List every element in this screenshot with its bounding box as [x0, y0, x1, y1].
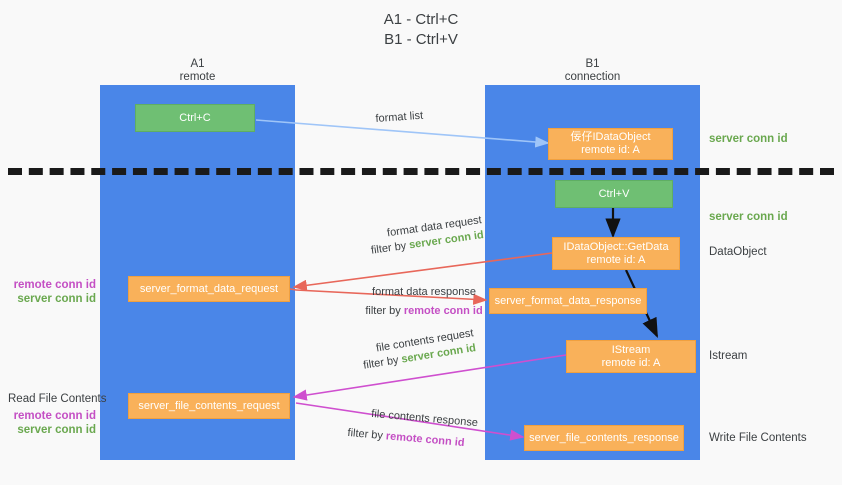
box-idataobject-top[interactable]: 佞仔IDataObject remote id: A	[548, 128, 673, 160]
caption-format-data-response-filter: filter by remote conn id	[334, 304, 514, 319]
label-server-conn-id-top: server conn id	[709, 133, 788, 145]
caption-file-contents-response-title: file contents response	[370, 407, 479, 430]
lane-header-b1-sub: connection	[564, 71, 621, 83]
box-istream-line1: IStream	[611, 343, 651, 356]
caption-fdresp-filter-value: remote conn id	[403, 305, 483, 317]
label-server-conn-id-1: server conn id	[17, 293, 96, 305]
box-server-file-contents-request-label: server_file_contents_request	[138, 399, 280, 412]
caption-fdreq-filter-prefix: filter by	[370, 239, 411, 257]
lane-header-b1-name: B1	[585, 58, 600, 70]
label-istream: Istream	[709, 350, 748, 362]
label-dataobject: DataObject	[709, 246, 767, 258]
box-server-file-contents-response-label: server_file_contents_response	[529, 431, 679, 444]
caption-format-list-text: format list	[375, 109, 424, 125]
box-getdata-line2: remote id: A	[586, 253, 646, 266]
caption-fdresp-filter-prefix: filter by	[365, 305, 404, 317]
lane-header-a1-sub: remote	[179, 71, 216, 83]
label-conn-ids-format: remote conn id server conn id	[0, 278, 96, 306]
box-istream[interactable]: IStream remote id: A	[566, 340, 696, 373]
lane-header-a1-name: A1	[190, 58, 205, 70]
lane-header-b1: B1 connection	[485, 58, 700, 84]
caption-file-contents-response: file contents response filter by remote …	[347, 405, 479, 452]
box-getdata-line1: IDataObject::GetData	[563, 240, 669, 253]
caption-format-data-request: format data request filter by server con…	[368, 213, 485, 259]
phase-divider-dashed-line	[8, 168, 834, 175]
caption-file-contents-response-filter: filter by remote conn id	[347, 426, 477, 452]
box-ctrl-c-label: Ctrl+C	[179, 111, 211, 124]
label-read-file-contents: Read File Contents	[8, 393, 107, 405]
label-server-conn-id-2: server conn id	[17, 424, 96, 436]
box-ctrl-c[interactable]: Ctrl+C	[135, 104, 255, 132]
label-server-conn-id-mid: server conn id	[709, 211, 788, 223]
label-write-file-contents: Write File Contents	[709, 432, 807, 444]
diagram-title-line-1: A1 - Ctrl+C	[383, 11, 459, 28]
box-server-format-data-response-label: server_format_data_response	[494, 294, 642, 307]
lane-header-a1: A1 remote	[100, 58, 295, 84]
box-ctrl-v[interactable]: Ctrl+V	[555, 180, 673, 208]
box-server-file-contents-response[interactable]: server_file_contents_response	[524, 425, 684, 451]
caption-fcresp-filter-value: remote conn id	[385, 430, 465, 450]
box-server-format-data-response[interactable]: server_format_data_response	[489, 288, 647, 314]
box-idataobject-getdata[interactable]: IDataObject::GetData remote id: A	[552, 237, 680, 270]
caption-format-data-response: format data response filter by remote co…	[334, 285, 514, 319]
caption-format-list: format list	[375, 109, 424, 127]
box-ctrl-v-label: Ctrl+V	[598, 187, 630, 200]
box-server-format-data-request[interactable]: server_format_data_request	[128, 276, 290, 302]
label-remote-conn-id-2: remote conn id	[13, 410, 96, 422]
box-idataobject-top-line2: remote id: A	[581, 144, 640, 156]
diagram-title-line-2: B1 - Ctrl+V	[384, 31, 458, 48]
caption-fcresp-filter-prefix: filter by	[347, 426, 387, 443]
caption-format-data-response-title: format data response	[372, 286, 476, 298]
box-server-file-contents-request[interactable]: server_file_contents_request	[128, 393, 290, 419]
caption-file-contents-request: file contents request filter by server c…	[360, 326, 477, 373]
box-idataobject-top-line1: 佞仔IDataObject	[570, 131, 651, 143]
box-server-format-data-request-label: server_format_data_request	[139, 282, 279, 295]
box-istream-line2: remote id: A	[601, 356, 661, 369]
label-remote-conn-id-1: remote conn id	[13, 279, 96, 291]
label-conn-ids-file: remote conn id server conn id	[0, 409, 96, 437]
